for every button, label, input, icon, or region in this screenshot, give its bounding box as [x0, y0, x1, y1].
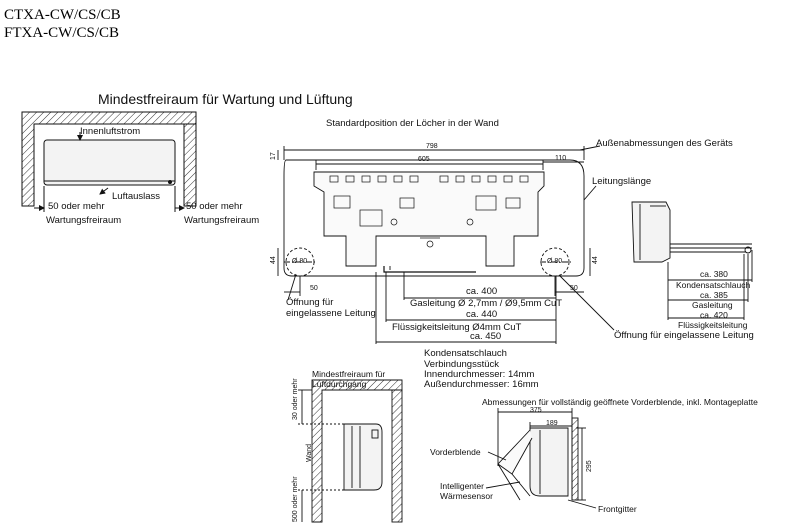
- right-hole-label: Öffnung für eingelassene Leitung: [614, 330, 754, 341]
- clearance-diagram: [21, 111, 197, 212]
- model-line-1: CTXA-CW/CS/CB: [4, 7, 121, 23]
- top-clearance-value: 30 oder mehr: [292, 378, 299, 420]
- clearance-title: Mindestfreiraum für Wartung und Lüftung: [98, 91, 353, 107]
- dim-ca-440: ca. 440: [466, 309, 498, 320]
- front-panel-label: Vorderblende: [430, 447, 481, 457]
- dim-110: 110: [555, 155, 567, 162]
- left-hole-label-1: Öffnung für: [286, 297, 334, 308]
- right-clearance-label: Wartungsfreiraum: [184, 215, 260, 226]
- side-view-diagram: [631, 201, 753, 320]
- dim-ca-380: ca. 380: [700, 269, 728, 279]
- open-panel-diagram: [485, 408, 597, 509]
- dim-50-left: 50: [310, 285, 318, 292]
- wall-panel-title: Standardposition der Löcher in der Wand: [326, 118, 499, 129]
- airflow-title-1: Mindestfreiraum für: [312, 369, 386, 379]
- dim-295: 295: [586, 460, 593, 472]
- dim-50-right: 50: [570, 285, 578, 292]
- right-clearance-value: 50 oder mehr: [186, 201, 243, 212]
- bottom-clearance-value: 500 oder mehr: [292, 476, 299, 522]
- dim-605: 605: [418, 156, 430, 163]
- dim-ca-385: ca. 385: [700, 290, 728, 300]
- front-grille-label: Frontgitter: [598, 504, 637, 514]
- dim-189: 189: [546, 420, 558, 427]
- pipe-length-label: Leitungslänge: [592, 176, 652, 187]
- gas-pipe-label: Gasleitung Ø 2,7mm / Ø9,5mm CuT: [410, 298, 563, 309]
- liquid-pipe-label: Flüssigkeitsleitung Ø4mm CuT: [392, 322, 522, 333]
- outer-diameter-label: Außendurchmesser: 16mm: [424, 379, 539, 390]
- left-hole-label-2: eingelassene Leitung: [286, 308, 376, 319]
- left-clearance-value: 50 oder mehr: [48, 201, 105, 212]
- hole-right-diameter: Ø 80: [547, 258, 563, 265]
- dim-ca-450: ca. 450: [470, 331, 502, 342]
- sensor-label-2: Wärmesensor: [440, 491, 493, 501]
- inner-diameter-label: Innendurchmesser: 14mm: [424, 369, 535, 380]
- hole-left-diameter: Ø 80: [292, 258, 308, 265]
- dim-798: 798: [426, 143, 438, 150]
- side-liquid-label: Flüssigkeitsleitung: [678, 320, 748, 330]
- open-panel-title: Abmessungen für vollständig geöffnete Vo…: [482, 397, 758, 407]
- side-condensate-label: Kondensatschlauch: [676, 280, 751, 290]
- side-gas-label: Gasleitung: [692, 300, 733, 310]
- connector-label: Verbindungsstück: [424, 359, 499, 370]
- wall-label: Wand: [306, 443, 313, 462]
- condensate-hose-label: Kondensatschlauch: [424, 348, 507, 359]
- dim-375: 375: [530, 407, 542, 414]
- airflow-clearance-diagram: [298, 379, 403, 523]
- left-clearance-label: Wartungsfreiraum: [46, 215, 122, 226]
- airflow-out-label: Luftauslass: [112, 191, 161, 202]
- airflow-in-label: Innenluftstrom: [80, 126, 141, 137]
- dim-44-right: 44: [592, 256, 599, 264]
- dim-17: 17: [270, 152, 277, 160]
- dim-ca-400: ca. 400: [466, 286, 498, 297]
- airflow-title-2: Luftdurchgang: [312, 379, 367, 389]
- sensor-label-1: Intelligenter: [440, 481, 484, 491]
- model-line-2: FTXA-CW/CS/CB: [4, 25, 120, 41]
- dim-ca-420: ca. 420: [700, 310, 728, 320]
- mounting-plate-diagram: [277, 145, 615, 344]
- dim-44-left: 44: [270, 256, 277, 264]
- outer-dimensions-label: Außenabmessungen des Geräts: [596, 138, 733, 149]
